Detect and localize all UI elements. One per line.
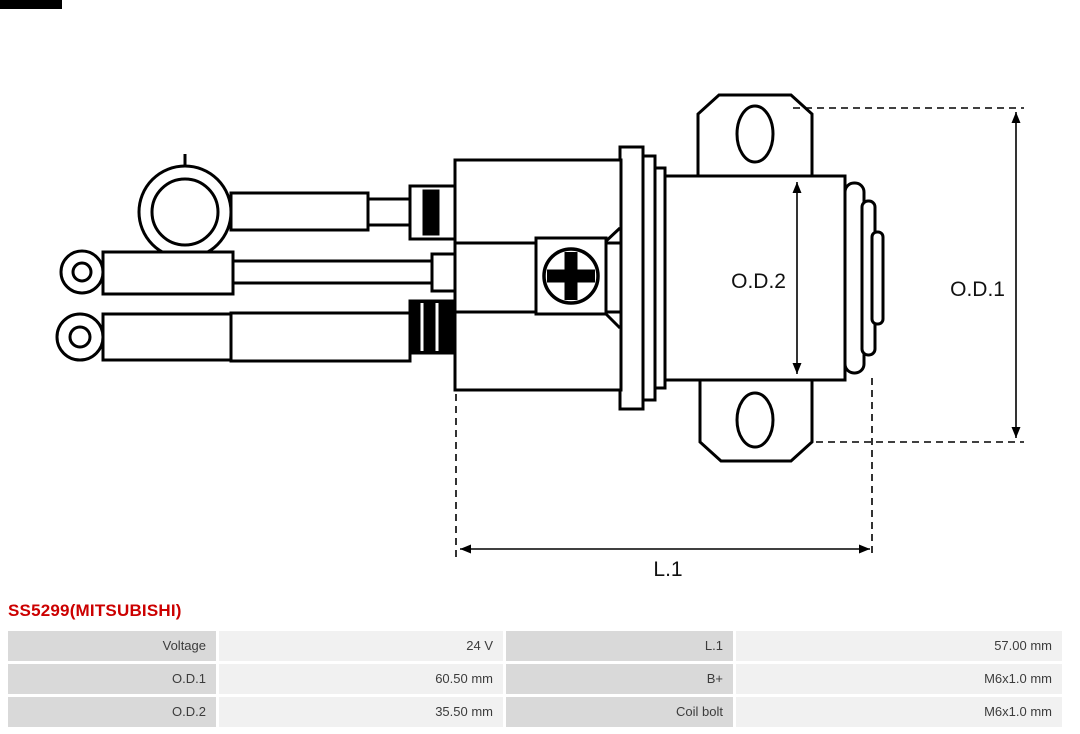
lower-cable-boot	[408, 299, 457, 355]
spec-table: Voltage 24 V L.1 57.00 mm O.D.1 60.50 mm…	[8, 631, 1062, 727]
spec-label-od2: O.D.2	[8, 697, 216, 727]
pull-ring	[137, 154, 233, 260]
logo-strip	[0, 0, 62, 9]
upper-cable	[229, 184, 457, 241]
spec-value-od1: 60.50 mm	[219, 664, 503, 694]
spec-value-l1: 57.00 mm	[736, 631, 1062, 661]
mounting-flange	[618, 145, 667, 411]
spec-value-bplus: M6x1.0 mm	[736, 664, 1062, 694]
spec-label-coil-bolt: Coil bolt	[506, 697, 733, 727]
bracket-hole-top	[735, 104, 775, 164]
ring-terminal-lower	[55, 299, 457, 363]
spec-row-1: Voltage 24 V L.1 57.00 mm	[8, 631, 1062, 661]
mounting-bracket-top	[696, 93, 814, 180]
lower-cable	[229, 311, 412, 363]
product-title: SS5299(MITSUBISHI)	[8, 601, 182, 620]
ring-terminal-upper	[59, 249, 457, 296]
spec-value-coil-bolt: M6x1.0 mm	[736, 697, 1062, 727]
dim-label-od1: O.D.1	[950, 278, 1005, 301]
screw-terminal	[534, 236, 608, 316]
spec-label-bplus: B+	[506, 664, 733, 694]
terminal-hole	[68, 325, 92, 349]
spec-row-2: O.D.1 60.50 mm B+ M6x1.0 mm	[8, 664, 1062, 694]
middle-cable	[231, 259, 434, 285]
spec-label-od1: O.D.1	[8, 664, 216, 694]
spec-row-3: O.D.2 35.50 mm Coil bolt M6x1.0 mm	[8, 697, 1062, 727]
spec-label-voltage: Voltage	[8, 631, 216, 661]
dim-label-od2: O.D.2	[731, 270, 786, 293]
solenoid-cylinder	[662, 174, 885, 382]
spec-label-l1: L.1	[506, 631, 733, 661]
spec-value-od2: 35.50 mm	[219, 697, 503, 727]
phillips-screw-icon	[547, 252, 595, 300]
cylinder-dome-step-3	[870, 230, 885, 326]
solenoid-technical-drawing: O.D.2 O.D.1 L.1	[55, 93, 1024, 581]
bracket-hole-bottom	[735, 391, 775, 449]
mounting-bracket-bottom	[698, 376, 814, 463]
dim-label-l1: L.1	[653, 558, 682, 581]
spec-value-voltage: 24 V	[219, 631, 503, 661]
terminal-hole	[71, 261, 93, 283]
